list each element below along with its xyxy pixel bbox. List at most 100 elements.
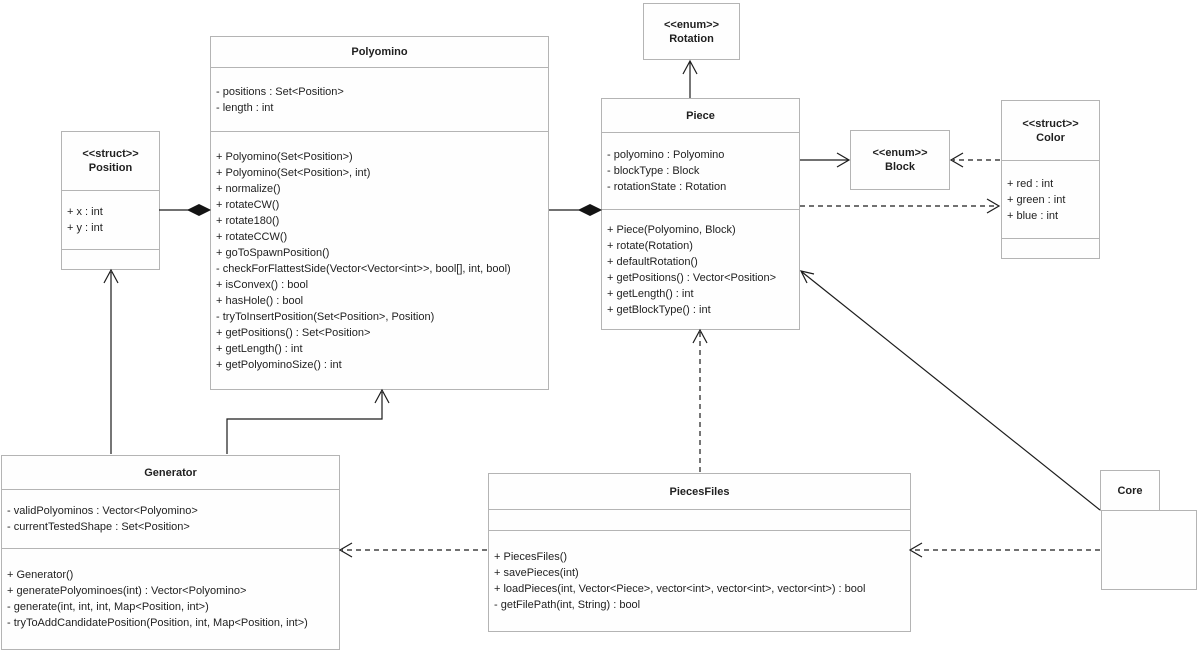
method-row: + Polyomino(Set<Position>, int) bbox=[216, 166, 371, 179]
class-title: <<enum>> Block bbox=[851, 131, 949, 189]
class-title: Piece bbox=[686, 109, 715, 122]
class-title: <<struct>> Color bbox=[1002, 101, 1099, 160]
method-row: + getLength() : int bbox=[607, 287, 694, 300]
method-row: - generate(int, int, int, Map<Position, … bbox=[7, 601, 209, 613]
attributes-compartment bbox=[489, 509, 910, 530]
method-row: + PiecesFiles() bbox=[494, 551, 568, 563]
method-row: - tryToInsertPosition(Set<Position>, Pos… bbox=[216, 310, 435, 323]
method-row: + loadPieces(int, Vector<Piece>, vector<… bbox=[494, 583, 866, 595]
stereotype-label: <<enum>> bbox=[872, 147, 928, 159]
methods-compartment: + Piece(Polyomino, Block) + rotate(Rotati… bbox=[602, 209, 799, 329]
open-arrowhead-icon bbox=[682, 59, 698, 75]
package-core-tab: Core bbox=[1100, 470, 1160, 511]
class-rotation: <<enum>> Rotation bbox=[643, 3, 740, 60]
open-arrowhead-icon bbox=[799, 270, 815, 284]
connector-piece-rotation-association bbox=[682, 59, 698, 98]
method-row: + generatePolyominoes(int) : Vector<Poly… bbox=[7, 585, 247, 597]
class-block: <<enum>> Block bbox=[850, 130, 950, 190]
attribute-row: + y : int bbox=[67, 222, 103, 234]
stereotype-label: <<struct>> bbox=[82, 148, 139, 160]
connector-piecesfiles-piece-dependency bbox=[692, 328, 708, 472]
class-position: <<struct>> Position + x : int + y : int bbox=[61, 131, 160, 270]
method-row: + getPolyominoSize() : int bbox=[216, 358, 342, 371]
class-name-label: Position bbox=[88, 162, 133, 174]
attribute-row: - blockType : Block bbox=[607, 165, 700, 177]
attribute-row: + x : int bbox=[67, 206, 103, 218]
open-arrowhead-icon bbox=[908, 542, 923, 558]
class-generator: Generator - validPolyominos : Vector<Pol… bbox=[1, 455, 340, 650]
method-row: - getFilePath(int, String) : bool bbox=[494, 599, 641, 611]
open-arrowhead-icon bbox=[103, 268, 119, 284]
methods-compartment bbox=[62, 249, 159, 269]
connector-core-piecesfiles-dependency bbox=[908, 542, 1100, 558]
connector-generator-polyomino-association bbox=[226, 388, 390, 454]
package-name-label: Core bbox=[1117, 484, 1143, 497]
method-row: + Generator() bbox=[7, 569, 74, 581]
method-row: + getPositions() : Set<Position> bbox=[216, 326, 371, 339]
open-arrowhead-icon bbox=[986, 198, 1001, 214]
method-row: + Polyomino(Set<Position>) bbox=[216, 150, 353, 163]
method-row: + rotateCCW() bbox=[216, 230, 288, 243]
connector-polyomino-position-composition bbox=[159, 203, 212, 217]
class-title: PiecesFiles bbox=[669, 485, 730, 498]
method-row: + Piece(Polyomino, Block) bbox=[607, 223, 736, 236]
method-row: + normalize() bbox=[216, 182, 281, 195]
connector-generator-position-association bbox=[103, 268, 119, 454]
method-row: + goToSpawnPosition() bbox=[216, 246, 330, 259]
class-title: Generator bbox=[144, 466, 197, 479]
open-arrowhead-icon bbox=[338, 542, 353, 558]
attribute-row: + blue : int bbox=[1007, 209, 1059, 222]
stereotype-label: <<struct>> bbox=[1022, 117, 1079, 130]
class-title: Polyomino bbox=[351, 46, 408, 58]
attribute-row: - positions : Set<Position> bbox=[216, 85, 344, 98]
attribute-row: - polyomino : Polyomino bbox=[607, 149, 725, 161]
attribute-row: - validPolyominos : Vector<Polyomino> bbox=[7, 505, 198, 517]
open-arrowhead-icon bbox=[692, 328, 708, 344]
connector-piecesfiles-generator-dependency bbox=[338, 542, 487, 558]
method-row: + isConvex() : bool bbox=[216, 278, 309, 291]
method-row: + getPositions() : Vector<Position> bbox=[607, 271, 777, 284]
methods-compartment: + Polyomino(Set<Position>) + Polyomino(Se… bbox=[211, 131, 548, 389]
connector-piece-block-association bbox=[800, 152, 851, 168]
method-row: + rotate(Rotation) bbox=[607, 239, 693, 252]
class-polyomino: Polyomino - positions : Set<Position> - l… bbox=[210, 36, 549, 390]
attributes-compartment: + red : int + green : int + blue : int bbox=[1002, 160, 1099, 238]
method-row: + rotateCW() bbox=[216, 198, 280, 211]
method-row: + getBlockType() : int bbox=[607, 303, 711, 316]
class-piecesfiles: PiecesFiles + PiecesFiles() + savePieces(… bbox=[488, 473, 911, 632]
open-arrowhead-icon bbox=[374, 388, 390, 404]
package-core-body bbox=[1101, 510, 1197, 590]
attribute-row: - currentTestedShape : Set<Position> bbox=[7, 521, 190, 533]
connector-piece-polyomino-composition bbox=[549, 203, 603, 217]
attribute-row: - rotationState : Rotation bbox=[607, 181, 727, 193]
connector-piece-color-dependency bbox=[800, 198, 1001, 214]
open-arrowhead-icon bbox=[836, 152, 851, 168]
attribute-row: + green : int bbox=[1007, 193, 1066, 206]
method-row: + hasHole() : bool bbox=[216, 294, 304, 307]
class-piece: Piece - polyomino : Polyomino - blockType… bbox=[601, 98, 800, 330]
connector-color-block-dependency bbox=[949, 152, 1000, 168]
attributes-compartment: - positions : Set<Position> - length : in… bbox=[211, 67, 548, 131]
method-row: - tryToAddCandidatePosition(Position, in… bbox=[7, 617, 308, 629]
methods-compartment: + PiecesFiles() + savePieces(int) + loadPi… bbox=[489, 530, 910, 631]
stereotype-label: <<enum>> bbox=[663, 18, 720, 31]
composition-diamond-icon bbox=[186, 203, 212, 217]
class-title: <<struct>> Position bbox=[62, 132, 159, 190]
method-row: + rotate180() bbox=[216, 214, 280, 227]
method-row: + defaultRotation() bbox=[607, 255, 698, 268]
methods-compartment: + Generator() + generatePolyominoes(int) … bbox=[2, 548, 339, 649]
class-name-label: Color bbox=[1036, 131, 1065, 144]
method-row: - checkForFlattestSide(Vector<Vector<int… bbox=[216, 262, 511, 275]
methods-compartment bbox=[1002, 238, 1099, 258]
class-name-label: Rotation bbox=[669, 32, 714, 45]
class-title: <<enum>> Rotation bbox=[644, 4, 739, 59]
attributes-compartment: + x : int + y : int bbox=[62, 190, 159, 249]
method-row: + savePieces(int) bbox=[494, 567, 579, 579]
attribute-row: + red : int bbox=[1007, 177, 1054, 190]
attributes-compartment: - validPolyominos : Vector<Polyomino> - c… bbox=[2, 489, 339, 548]
class-name-label: Block bbox=[885, 161, 915, 173]
method-row: + getLength() : int bbox=[216, 342, 303, 355]
open-arrowhead-icon bbox=[949, 152, 964, 168]
attribute-row: - length : int bbox=[216, 101, 274, 114]
